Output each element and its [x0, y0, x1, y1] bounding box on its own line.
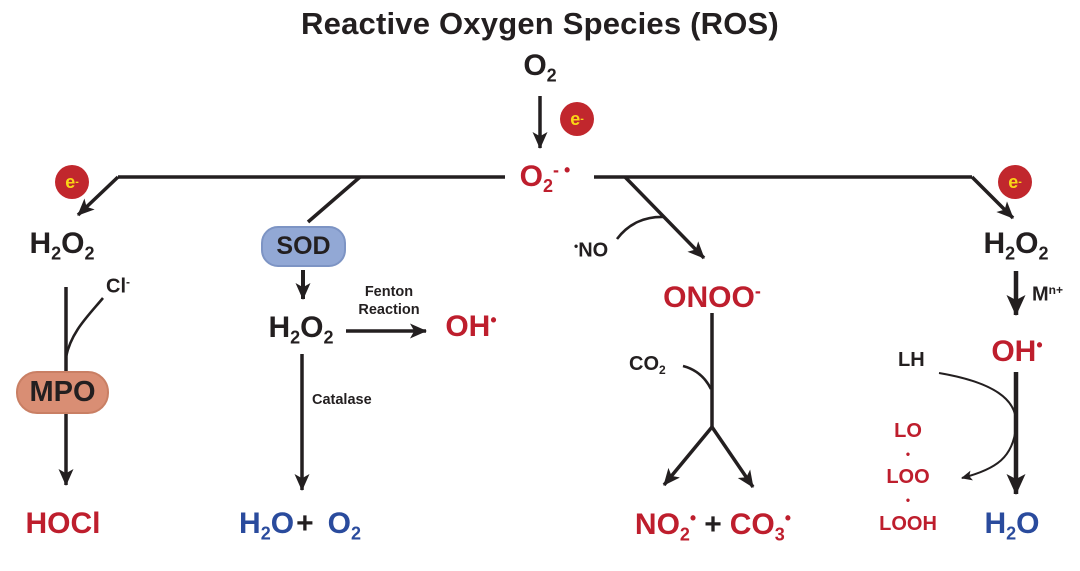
oxygen-sod-node: O2	[327, 507, 361, 544]
plus-sign-mid: +	[704, 507, 722, 541]
looh-node: LOOH	[879, 512, 937, 535]
electron-badge-right: e-	[998, 165, 1032, 199]
h2o2-left-node: H2O2	[29, 227, 95, 264]
no2-radical-node: NO2•	[634, 507, 697, 545]
loo-radical-node: LOO•	[886, 466, 930, 508]
line-to-sod	[306, 175, 362, 224]
catalase-label: Catalase	[312, 392, 372, 408]
water-right-node: H2O	[984, 507, 1040, 544]
hydroxyl-right-node: OH•	[991, 334, 1043, 368]
sod-label: SOD	[276, 232, 331, 260]
curve-no-in	[615, 215, 666, 240]
co3-radical-node: CO3•	[729, 507, 792, 545]
catalase-products-group: H2O+ O2	[239, 507, 361, 544]
mpo-enzyme-pill: MPO	[16, 371, 109, 414]
onoo-products-group: NO2•+CO3•	[635, 509, 791, 543]
metal-ion-node: Mn+	[1032, 283, 1064, 306]
electron-badge-top: e-	[560, 102, 594, 136]
curve-lh-to-lipids	[938, 372, 1018, 481]
electron-badge-left: e-	[55, 165, 89, 199]
chloride-node: Cl-	[106, 275, 130, 298]
curve-chloride-in	[64, 297, 104, 358]
lipid-radicals-group: LO• LOO• LOOH	[879, 417, 937, 539]
lo-radical-node: LO•	[894, 420, 922, 461]
arrow-to-no2	[662, 425, 714, 487]
sod-enzyme-pill: SOD	[261, 226, 346, 267]
diagram-title: Reactive Oxygen Species (ROS)	[301, 6, 779, 41]
hocl-node: HOCl	[25, 507, 101, 540]
arrow-to-h2o2-right	[970, 175, 1015, 220]
no-radical-node: •NO	[574, 239, 609, 262]
mpo-label: MPO	[29, 376, 96, 408]
h2o2-sod-node: H2O2	[268, 311, 334, 348]
arrow-to-h2o2-left	[76, 175, 120, 217]
co2-node: CO2	[629, 353, 666, 378]
superoxide-node: O2- •	[519, 159, 571, 197]
arrow-to-co3	[710, 426, 755, 488]
hydroxyl-fenton-node: OH•	[445, 309, 497, 343]
fenton-reaction-label: Fenton Reaction	[358, 284, 420, 319]
o2-node: O2	[523, 49, 557, 86]
lh-node: LH	[898, 349, 925, 371]
plus-sign-sod: +	[296, 507, 314, 540]
curve-co2-in	[682, 364, 713, 390]
h2o2-right-node: H2O2	[983, 227, 1049, 264]
water-sod-node: H2O	[239, 507, 295, 544]
onoo-node: ONOO-	[663, 280, 761, 314]
